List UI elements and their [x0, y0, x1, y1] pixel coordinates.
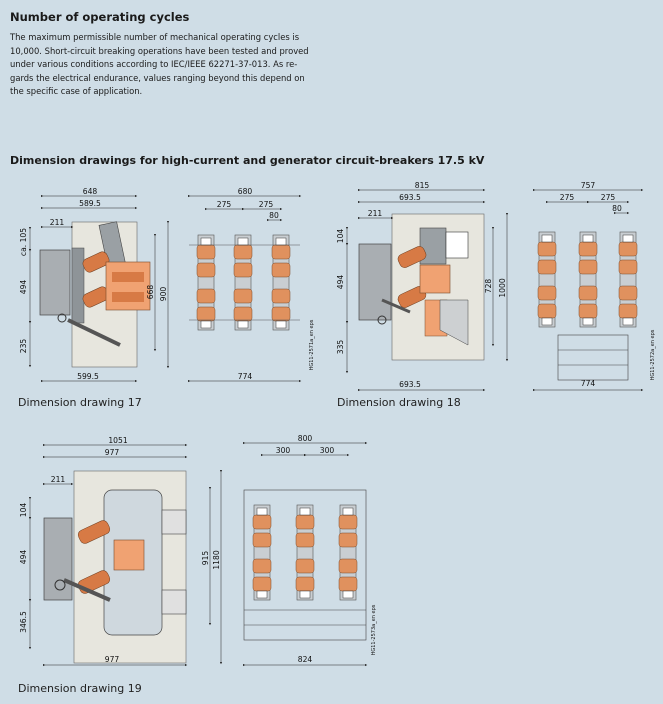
dim-211: 211 — [368, 209, 383, 218]
dim-235: 235 — [19, 339, 28, 354]
caption-drawing-19: Dimension drawing 19 — [18, 682, 142, 695]
drawing-19-side-view: 1051 977 211 977 104 494 346.5 915 1180 — [19, 436, 223, 667]
dim-800: 800 — [298, 434, 313, 443]
dim-211: 211 — [50, 218, 65, 227]
dim-211: 211 — [51, 475, 66, 484]
dim-693-5-bottom: 693.5 — [399, 380, 421, 389]
reference-code: HG11-2572a_en eps — [650, 329, 656, 380]
reference-code: HG11-2573a_en eps — [371, 604, 377, 655]
dim-680: 680 — [238, 187, 253, 196]
paragraph-line: under various conditions according to IE… — [10, 59, 298, 69]
dim-815: 815 — [415, 181, 430, 190]
dim-774: 774 — [238, 372, 253, 381]
dim-275: 275 — [217, 200, 232, 209]
dim-977-bottom: 977 — [105, 655, 120, 664]
drawing-18-side-view: 815 693.5 211 693.5 104 494 335 728 1000 — [336, 181, 509, 392]
dim-1000: 1000 — [498, 278, 507, 297]
dim-915: 915 — [201, 551, 210, 566]
dim-335: 335 — [336, 340, 345, 355]
dim-104: 104 — [336, 229, 345, 244]
dim-275: 275 — [601, 193, 616, 202]
dim-494: 494 — [19, 550, 28, 565]
dim-104: 104 — [19, 503, 28, 518]
dim-599-5: 599.5 — [77, 372, 99, 381]
operating-cycles-paragraph: The maximum permissible number of mechan… — [10, 31, 325, 99]
dim-494: 494 — [336, 275, 345, 290]
dim-ca-105: ca. 105 — [19, 228, 28, 256]
section-title-dimension-drawings: Dimension drawings for high-current and … — [10, 154, 485, 167]
dim-300: 300 — [276, 446, 291, 455]
dim-1051: 1051 — [108, 436, 127, 445]
paragraph-line: the specific case of application. — [10, 86, 143, 96]
drawing-19-front-view: 800 300 300 824 HG11-2573a_en eps — [242, 434, 377, 667]
dim-668: 668 — [146, 285, 155, 300]
dim-693-5: 693.5 — [399, 193, 421, 202]
dim-977: 977 — [105, 448, 120, 457]
dim-275: 275 — [259, 200, 274, 209]
dim-728: 728 — [484, 279, 493, 294]
dim-648: 648 — [83, 187, 98, 196]
dim-346-5: 346.5 — [19, 611, 28, 633]
paragraph-line: gards the electrical endurance, values r… — [10, 72, 305, 83]
dim-824: 824 — [298, 655, 313, 664]
dim-80: 80 — [269, 211, 279, 220]
dim-494: 494 — [19, 280, 28, 295]
paragraph-line: The maximum permissible number of mechan… — [10, 32, 300, 42]
dim-300: 300 — [320, 446, 335, 455]
paragraph-line: 10,000. Short-circuit breaking operation… — [10, 45, 309, 56]
dim-80: 80 — [612, 204, 622, 213]
caption-drawing-17: Dimension drawing 17 — [18, 396, 142, 409]
dim-900: 900 — [159, 287, 168, 302]
dim-774: 774 — [581, 379, 596, 388]
section-title-operating-cycles: Number of operating cycles — [10, 10, 190, 24]
dim-275: 275 — [560, 193, 575, 202]
drawing-18-front-view: 757 275 275 80 774 HG11-2572a_en eps — [532, 181, 656, 392]
dim-589-5: 589.5 — [79, 199, 101, 208]
reference-code: HG11-2571a_en eps — [309, 319, 315, 370]
drawing-17-front-view: 680 275 275 80 774 HG11-2571a_en eps — [187, 187, 315, 383]
dim-1180: 1180 — [212, 550, 221, 569]
caption-drawing-18: Dimension drawing 18 — [337, 396, 461, 409]
drawing-17-side-view: 648 589.5 211 599.5 ca. 105 494 235 668 … — [19, 187, 170, 383]
dim-757: 757 — [581, 181, 596, 190]
